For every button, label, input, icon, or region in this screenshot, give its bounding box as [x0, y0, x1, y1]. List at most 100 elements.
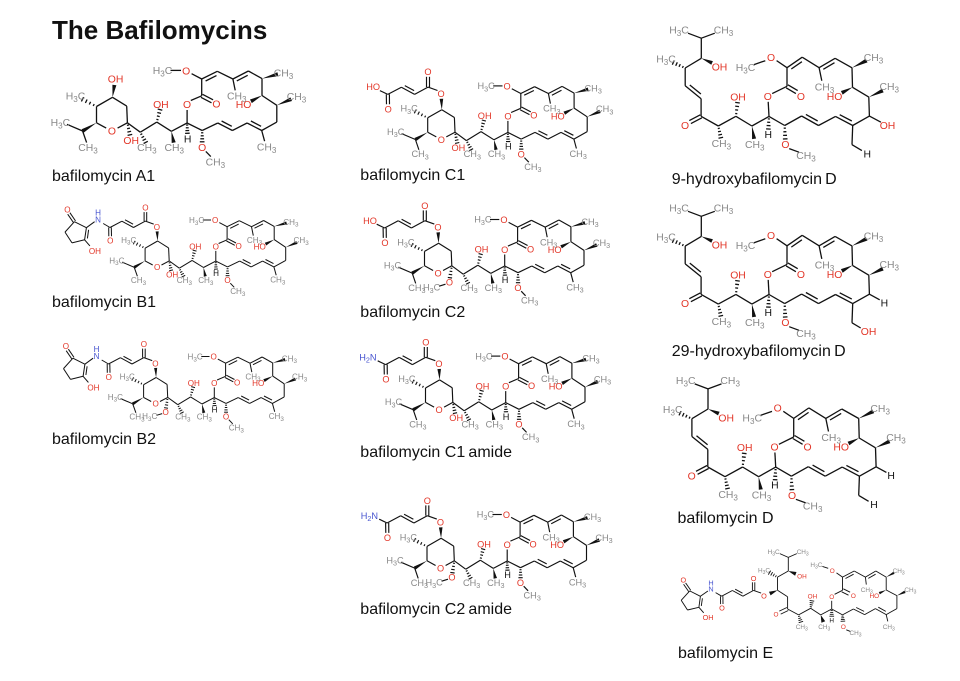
- svg-text:O: O: [422, 337, 429, 347]
- svg-text:H: H: [764, 130, 772, 141]
- svg-text:OH: OH: [703, 613, 714, 622]
- svg-text:OH: OH: [718, 413, 734, 424]
- svg-text:O: O: [162, 408, 168, 417]
- svg-text:OH: OH: [478, 111, 492, 121]
- svg-text:HO: HO: [827, 270, 843, 281]
- svg-text:O: O: [761, 591, 767, 600]
- svg-text:OH: OH: [108, 75, 124, 86]
- svg-text:O: O: [435, 359, 442, 369]
- svg-text:O: O: [434, 223, 441, 233]
- svg-text:H: H: [864, 149, 872, 160]
- svg-text:O: O: [141, 340, 147, 349]
- svg-text:O: O: [421, 201, 428, 211]
- svg-text:OH: OH: [89, 247, 101, 256]
- svg-text:O: O: [527, 244, 534, 254]
- svg-text:O: O: [212, 216, 218, 225]
- svg-text:OH: OH: [712, 241, 728, 252]
- svg-text:OH: OH: [712, 63, 728, 74]
- svg-text:H: H: [887, 471, 895, 482]
- svg-text:O: O: [501, 245, 508, 255]
- svg-text:H: H: [829, 618, 834, 625]
- svg-text:H: H: [505, 142, 512, 152]
- svg-text:O: O: [774, 612, 779, 619]
- svg-text:O: O: [182, 66, 190, 77]
- svg-text:O: O: [500, 215, 507, 225]
- svg-text:O: O: [515, 420, 522, 430]
- svg-text:bafilomycin C1 amide: bafilomycin C1 amide: [360, 444, 512, 461]
- svg-text:O: O: [382, 375, 389, 385]
- svg-text:O: O: [719, 604, 725, 613]
- svg-text:O: O: [503, 510, 510, 520]
- svg-text:H: H: [94, 345, 100, 354]
- svg-text:O: O: [767, 53, 775, 64]
- svg-text:O: O: [788, 491, 796, 502]
- svg-text:bafilomycin A1: bafilomycin A1: [52, 168, 155, 185]
- svg-text:OH: OH: [730, 271, 746, 282]
- svg-text:O: O: [518, 149, 525, 159]
- svg-text:O: O: [688, 472, 696, 483]
- svg-text:O: O: [385, 105, 392, 115]
- svg-text:OH: OH: [737, 443, 753, 454]
- svg-text:bafilomycin D: bafilomycin D: [678, 510, 774, 527]
- svg-text:O: O: [751, 574, 757, 583]
- svg-text:OH: OH: [476, 381, 490, 391]
- svg-text:HO: HO: [363, 216, 377, 226]
- svg-text:O: O: [154, 223, 160, 232]
- svg-text:bafilomycin B1: bafilomycin B1: [52, 294, 156, 311]
- svg-text:O: O: [681, 576, 687, 585]
- svg-text:O: O: [198, 143, 206, 154]
- svg-text:O: O: [504, 111, 511, 121]
- svg-text:O: O: [106, 373, 112, 382]
- svg-text:H: H: [213, 269, 219, 278]
- svg-text:O: O: [384, 533, 391, 543]
- svg-text:O: O: [107, 237, 113, 246]
- svg-text:O: O: [764, 270, 772, 281]
- svg-text:O: O: [142, 204, 148, 213]
- svg-text:O: O: [797, 92, 805, 103]
- svg-text:OH: OH: [188, 379, 200, 388]
- svg-text:O: O: [774, 404, 782, 415]
- svg-text:O: O: [108, 127, 116, 138]
- svg-text:O: O: [381, 238, 388, 248]
- svg-text:OH: OH: [797, 574, 807, 581]
- svg-text:H: H: [870, 500, 878, 511]
- svg-text:H: H: [771, 481, 779, 492]
- svg-text:O: O: [210, 353, 216, 362]
- svg-text:HO: HO: [252, 379, 264, 388]
- svg-text:O: O: [501, 352, 508, 362]
- svg-text:O: O: [152, 400, 158, 409]
- svg-text:O: O: [235, 242, 241, 251]
- svg-text:H: H: [184, 134, 192, 145]
- svg-text:O: O: [528, 381, 535, 391]
- svg-text:bafilomycin C2: bafilomycin C2: [360, 304, 465, 321]
- svg-text:O: O: [804, 443, 812, 454]
- svg-text:HO: HO: [551, 111, 565, 121]
- svg-text:The Bafilomycins: The Bafilomycins: [52, 15, 267, 45]
- svg-text:O: O: [436, 405, 443, 415]
- svg-text:HO: HO: [254, 243, 266, 252]
- svg-text:O: O: [64, 206, 70, 215]
- svg-text:OH: OH: [189, 242, 201, 251]
- svg-text:OH: OH: [477, 540, 491, 550]
- svg-text:O: O: [514, 283, 521, 293]
- svg-text:bafilomycin B2: bafilomycin B2: [52, 431, 156, 448]
- svg-text:O: O: [504, 540, 511, 550]
- svg-text:O: O: [448, 573, 455, 583]
- svg-text:OH: OH: [880, 121, 896, 132]
- svg-text:bafilomycin C2 amide: bafilomycin C2 amide: [360, 601, 512, 618]
- svg-text:O: O: [767, 231, 775, 242]
- svg-text:HO: HO: [549, 382, 563, 392]
- svg-text:O: O: [681, 121, 689, 132]
- svg-text:O: O: [770, 443, 778, 454]
- svg-text:H: H: [95, 209, 101, 218]
- svg-text:OH: OH: [87, 384, 99, 393]
- svg-text:HO: HO: [833, 443, 849, 454]
- svg-text:O: O: [438, 89, 445, 99]
- svg-text:29-hydroxybafilomycin D: 29-hydroxybafilomycin D: [672, 343, 846, 360]
- svg-text:O: O: [183, 100, 191, 111]
- svg-text:H: H: [502, 275, 509, 285]
- svg-text:O: O: [437, 563, 444, 573]
- svg-text:O: O: [841, 624, 846, 631]
- svg-text:O: O: [211, 379, 217, 388]
- svg-text:O: O: [530, 111, 537, 121]
